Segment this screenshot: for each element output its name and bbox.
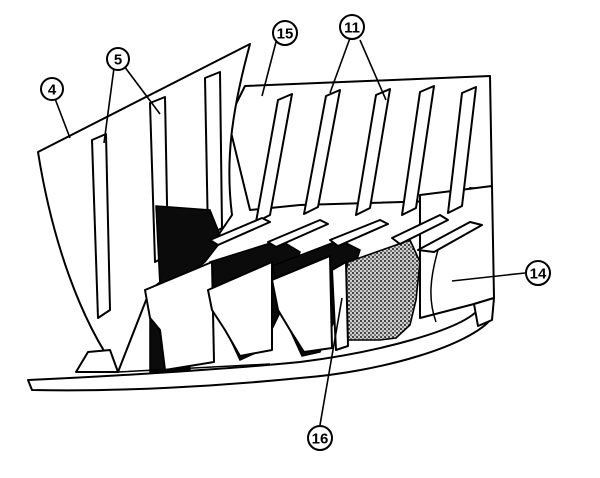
wall-slot [91, 133, 111, 319]
louver-lip [329, 219, 389, 247]
callout-4-label: 4 [48, 82, 57, 99]
rear-fin [255, 93, 293, 223]
callout-4: 4 [40, 77, 64, 101]
base-foot [75, 349, 119, 373]
leader-14 [451, 272, 526, 282]
leader-15 [261, 41, 277, 97]
rear-fin [401, 85, 435, 216]
wall-slot [204, 71, 223, 237]
right-panel-curve [430, 249, 439, 323]
louver [417, 221, 483, 253]
louver-lip [267, 219, 329, 248]
callout-16-label: 16 [312, 431, 329, 448]
louver [207, 261, 273, 357]
leader-lines [53, 37, 526, 426]
callout-5: 5 [106, 47, 130, 71]
leader-5a [103, 67, 115, 144]
callout-15-label: 15 [277, 26, 294, 43]
louver-lip [209, 217, 271, 246]
front-louvers [144, 221, 483, 371]
rear-fins [255, 85, 477, 223]
callout-16: 16 [307, 425, 333, 451]
louver-lip [391, 214, 449, 245]
callout-14: 14 [525, 260, 551, 286]
leader-11a [329, 37, 351, 94]
callout-15: 15 [272, 20, 298, 46]
callout-11-label: 11 [344, 20, 360, 37]
leader-4 [53, 95, 71, 139]
rear-fin [447, 86, 477, 214]
rear-fin [303, 89, 341, 215]
callout-14-label: 14 [530, 266, 547, 283]
rear-fin [355, 88, 391, 216]
callout-11: 11 [339, 14, 365, 40]
louver [271, 255, 333, 353]
louver-lips [209, 214, 449, 248]
leader-11b [359, 39, 387, 101]
leader-5b [123, 65, 161, 115]
leader-16 [319, 297, 343, 426]
callout-5-label: 5 [114, 52, 122, 69]
base-right-end [473, 297, 495, 327]
